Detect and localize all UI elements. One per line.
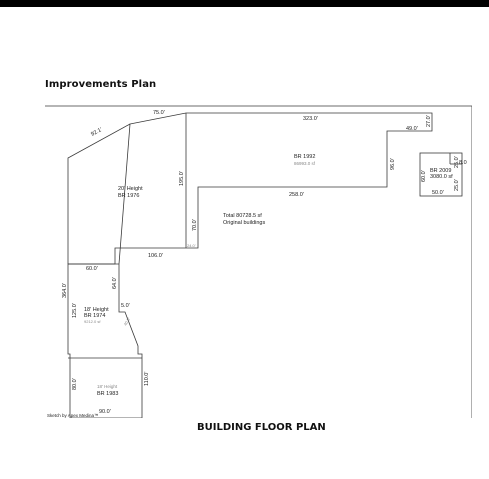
dim-25b: 25.0' [454, 179, 460, 191]
total-original-label: Original buildings [223, 220, 265, 226]
outbuilding-br2009 [419, 152, 463, 197]
label-br1992-2: 86993.0 sf [294, 161, 316, 166]
dim-195: 195.0' [179, 171, 185, 186]
dim-40: 40.0' [123, 316, 132, 326]
dim-8: 8.0 [459, 160, 467, 166]
dim-5: 5.0' [121, 303, 130, 309]
dim-24: 24.0' [187, 243, 196, 248]
floor-plan-caption: BUILDING FLOOR PLAN [197, 422, 326, 433]
dim-323: 323.0' [303, 116, 318, 122]
dim-60: 60.0' [86, 266, 98, 272]
label-br1983-2: BR 1983 [97, 391, 118, 397]
section-title: Improvements Plan [45, 79, 157, 90]
label-br1974-1: 18' Height [84, 307, 109, 313]
dim-90: 90.0' [99, 409, 111, 415]
dim-110: 110.0' [144, 372, 150, 386]
dim-258: 258.0' [289, 192, 304, 198]
dim-70: 70.0' [192, 219, 198, 231]
floor-plan-sketch: 75.0' 92.1' 323.0' 49.0' 27.0' 96.0' 258… [45, 100, 472, 418]
label-br1976-2: BR 1976 [118, 193, 139, 199]
dim-60b: 60.0' [421, 170, 427, 182]
label-br1983-1: 18' Height [97, 384, 118, 389]
dim-50: 50.0' [432, 190, 444, 196]
dim-364: 364.0' [62, 283, 68, 298]
dim-92: 92.1' [90, 127, 103, 138]
dim-96: 96.0' [390, 158, 396, 170]
dim-27: 27.0' [426, 115, 432, 127]
dim-25a: 25.0' [454, 156, 460, 168]
dim-75: 75.0' [153, 110, 165, 116]
main-building-outline [67, 112, 433, 418]
label-br2009-2: 3080.0 sf [430, 174, 453, 180]
label-br1974-2: BR 1974 [84, 313, 105, 319]
dim-125: 125.0' [72, 303, 78, 318]
dim-80: 80.0' [72, 378, 78, 390]
upper-left-wall [67, 123, 131, 264]
dim-106: 106.0' [148, 253, 163, 259]
label-br2009-1: BR 2009 [430, 168, 451, 174]
label-br1974-3: 9212.0 sf [84, 319, 101, 324]
sketch-credit: Sketch by Apex Medina™ [47, 413, 99, 418]
label-br1976-1: 20' Height [118, 186, 143, 192]
total-area-label: Total 80728.5 sf [223, 213, 262, 219]
label-br1992-1: BR 1992 [294, 154, 315, 160]
dim-64: 64.0' [112, 277, 118, 289]
top-bar [0, 0, 489, 7]
dim-49: 49.0' [406, 126, 418, 132]
